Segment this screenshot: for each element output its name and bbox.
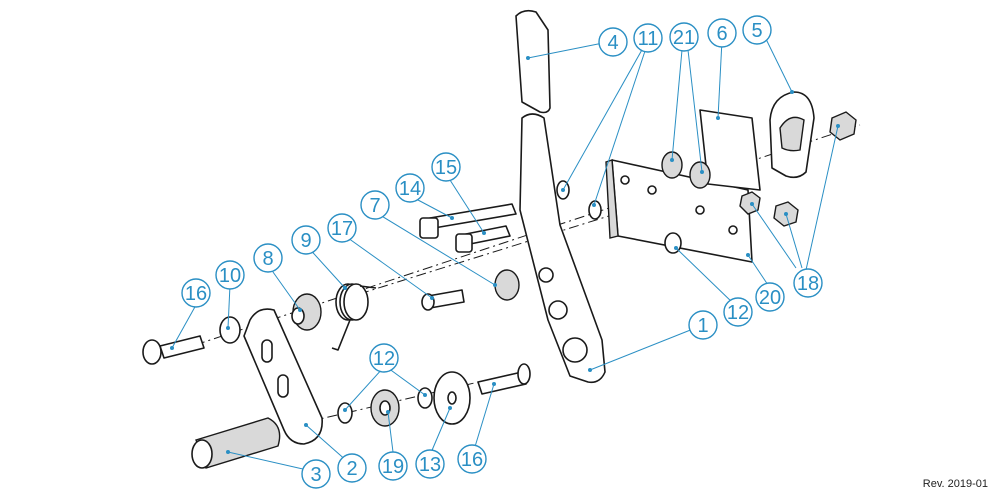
svg-text:17: 17: [331, 218, 353, 240]
bolt-16-upper-head: [142, 339, 162, 365]
link-slot-1: [261, 339, 273, 363]
svg-text:5: 5: [751, 20, 762, 42]
svg-text:9: 9: [300, 230, 311, 252]
grip-pad-part: [515, 9, 551, 114]
callout-2: 2: [337, 453, 367, 483]
svg-text:1: 1: [697, 315, 708, 337]
svg-text:16: 16: [185, 283, 207, 305]
washer-13-bore: [447, 391, 457, 405]
nut-18a: [829, 111, 857, 141]
callout-5: 5: [742, 15, 772, 45]
lever-arm-part: [519, 113, 606, 384]
svg-text:19: 19: [382, 456, 404, 478]
callout-1: 1: [688, 310, 718, 340]
lever-hole-small: [538, 267, 554, 283]
callout-16-lower: 16: [457, 444, 487, 474]
callout-20: 20: [755, 282, 785, 312]
roller-3-end: [191, 439, 213, 469]
svg-text:3: 3: [310, 464, 321, 486]
callouts: 1 2 3 4 5 6 7 8 9 10 11 12 12 13 14 15 1…: [181, 15, 823, 489]
bracket-hole-2: [647, 185, 657, 195]
callout-10: 10: [215, 260, 245, 290]
svg-text:15: 15: [435, 157, 457, 179]
roller-3: [195, 417, 281, 469]
callout-17: 17: [327, 213, 357, 243]
callout-18: 18: [793, 268, 823, 298]
callout-6: 6: [707, 18, 737, 48]
callout-21: 21: [669, 22, 699, 52]
bushing-21a: [661, 151, 683, 179]
callout-11: 11: [633, 23, 663, 53]
bolt-15-head: [455, 233, 473, 253]
svg-text:20: 20: [759, 287, 781, 309]
callout-8: 8: [253, 243, 283, 273]
bracket-hole-1: [620, 175, 630, 185]
svg-text:11: 11: [638, 28, 659, 50]
callout-16-upper: 16: [181, 278, 211, 308]
callout-15: 15: [431, 152, 461, 182]
callout-19: 19: [378, 451, 408, 481]
svg-text:2: 2: [346, 458, 357, 480]
link-slot-2: [277, 374, 289, 398]
callout-7: 7: [360, 190, 390, 220]
svg-text:18: 18: [797, 273, 819, 295]
lever-hole-large: [562, 337, 588, 363]
svg-text:6: 6: [716, 23, 727, 45]
svg-text:12: 12: [727, 302, 749, 324]
callout-13: 13: [415, 449, 445, 479]
svg-text:12: 12: [373, 348, 395, 370]
bolt-16-lower-head: [517, 363, 531, 385]
clamp-jaw-groove: [779, 116, 805, 152]
svg-text:10: 10: [219, 265, 241, 287]
callout-3: 3: [301, 459, 331, 489]
bolt-14-head: [419, 217, 439, 239]
bracket-hole-4: [728, 225, 738, 235]
svg-text:4: 4: [607, 32, 618, 54]
bracket-hole-3: [695, 205, 705, 215]
svg-text:8: 8: [262, 248, 273, 270]
bolt-16-upper: [159, 335, 205, 359]
spacer-7: [494, 269, 520, 301]
washer-12-lower-a: [337, 402, 353, 424]
spring-9: [331, 283, 377, 351]
callout-14: 14: [395, 173, 425, 203]
leader-lines: [171, 36, 839, 473]
washer-10: [219, 316, 241, 344]
revision-label: Rev. 2019-01: [922, 478, 988, 490]
lever-hole-mid: [548, 300, 568, 320]
callout-12-upper: 12: [723, 297, 753, 327]
bearing-8-bore: [291, 307, 305, 325]
clamp-block-part: [699, 109, 761, 191]
leader-dots: [170, 56, 840, 454]
callout-4: 4: [598, 27, 628, 57]
bushing-21b: [689, 161, 711, 189]
svg-text:14: 14: [399, 178, 421, 200]
svg-text:7: 7: [369, 195, 380, 217]
svg-text:13: 13: [419, 454, 441, 476]
svg-text:16: 16: [461, 449, 483, 471]
callout-9: 9: [291, 225, 321, 255]
callout-12-lower: 12: [369, 343, 399, 373]
svg-text:21: 21: [673, 27, 695, 49]
